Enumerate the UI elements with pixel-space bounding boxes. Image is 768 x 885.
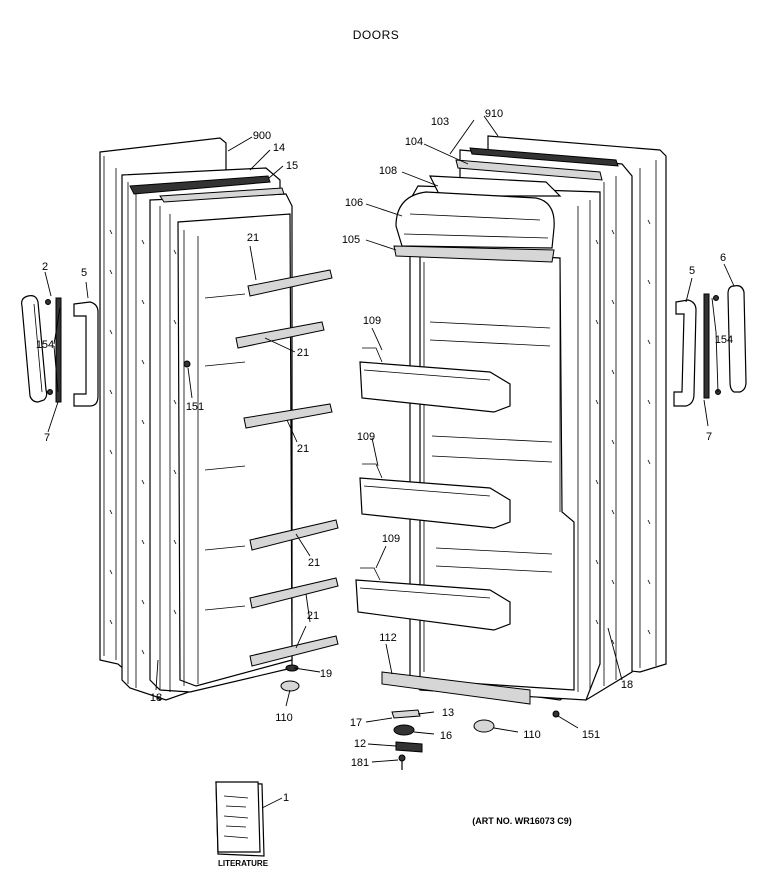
- callout-18-right: 18: [621, 679, 633, 691]
- callout-110-right: 110: [523, 729, 541, 741]
- handle-left-cap: [73, 301, 99, 407]
- hinge-screw-right: [552, 710, 560, 718]
- door-top-trim: [469, 147, 619, 167]
- callout-14: 14: [273, 142, 285, 154]
- door-shelf-2: [235, 321, 325, 349]
- callout-2: 2: [42, 261, 48, 273]
- door-bin-1: [359, 361, 511, 413]
- fresh-food-handle-assembly: [673, 285, 747, 407]
- callout-5-left: 5: [81, 267, 87, 279]
- literature-booklet: [215, 781, 265, 857]
- callout-21-b: 21: [297, 347, 309, 359]
- callout-7-right: 7: [706, 431, 712, 443]
- diagram-title: DOORS: [353, 28, 400, 42]
- callout-151-right: 151: [582, 729, 600, 741]
- fresh-food-door: [355, 135, 667, 718]
- literature-label: LITERATURE: [218, 859, 269, 868]
- hinge-shim: [391, 709, 421, 719]
- callout-109-b: 109: [357, 431, 375, 443]
- hinge-cam-right: [473, 719, 495, 733]
- callout-13: 13: [442, 707, 454, 719]
- door-shelf-3: [243, 403, 333, 429]
- callout-106: 106: [345, 197, 363, 209]
- handle-right-cap: [673, 299, 697, 407]
- callout-154-right: 154: [715, 334, 733, 346]
- callout-104: 104: [405, 136, 423, 148]
- door-bins: [355, 347, 511, 631]
- door-shelf-5: [249, 577, 339, 609]
- callout-112: 112: [379, 632, 397, 644]
- handle-left-strip: [55, 297, 62, 403]
- door-bin-3: [355, 579, 511, 631]
- callout-181: 181: [351, 757, 369, 769]
- callout-105: 105: [342, 234, 360, 246]
- dairy-cover-top: [429, 175, 562, 197]
- callout-18-left: 18: [150, 692, 162, 704]
- callout-108: 108: [379, 165, 397, 177]
- freezer-handle-assembly: [21, 295, 99, 407]
- door-trim-strip: [129, 175, 271, 195]
- door-stop: [285, 664, 299, 672]
- callout-109-c: 109: [382, 533, 400, 545]
- callout-21-a: 21: [247, 232, 259, 244]
- dairy-compartment-base: [393, 245, 555, 263]
- freezer-door-screw: [183, 360, 191, 368]
- door-strip: [159, 187, 285, 203]
- callout-7-left: 7: [44, 432, 50, 444]
- callout-21-d: 21: [308, 557, 320, 569]
- door-shelf-1: [247, 269, 333, 297]
- door-bottom-rail: [381, 671, 531, 705]
- hinge-hardware: [391, 709, 495, 770]
- callout-21-c: 21: [297, 443, 309, 455]
- callout-1: 1: [283, 792, 289, 804]
- door-shelf-4: [249, 519, 339, 551]
- callout-15: 15: [286, 160, 298, 172]
- callout-910: 910: [485, 108, 503, 120]
- art-number: (ART NO. WR16073 C9): [472, 816, 572, 826]
- hinge-bracket: [395, 741, 423, 753]
- callout-12: 12: [354, 738, 366, 750]
- callout-151-left: 151: [186, 401, 204, 413]
- callout-17: 17: [350, 717, 362, 729]
- freezer-door: [99, 137, 339, 701]
- callout-labels: 900 14 15 21 21 21 21 21 19 110 18 151 2…: [36, 108, 733, 804]
- handle-right-strip: [703, 293, 710, 399]
- callout-16: 16: [440, 730, 452, 742]
- dairy-compartment-door: [395, 191, 555, 249]
- hinge-pin: [398, 754, 406, 762]
- leader-lines: [44, 115, 735, 809]
- callout-6: 6: [720, 252, 726, 264]
- door-shelf-6: [249, 635, 339, 667]
- hinge-bushing: [393, 724, 415, 736]
- callout-900: 900: [253, 130, 271, 142]
- callout-19: 19: [320, 668, 332, 680]
- callout-5-right: 5: [689, 265, 695, 277]
- door-top-cap: [455, 159, 603, 181]
- callout-103: 103: [431, 116, 449, 128]
- callout-109-a: 109: [363, 315, 381, 327]
- door-bin-2: [359, 477, 511, 529]
- hinge-cam-left: [280, 680, 300, 692]
- callout-21-e: 21: [307, 610, 319, 622]
- handle-right-outer: [727, 285, 747, 393]
- callout-154-left: 154: [36, 339, 54, 351]
- freezer-door-shelves: [235, 269, 339, 667]
- callout-110-left: 110: [275, 712, 293, 724]
